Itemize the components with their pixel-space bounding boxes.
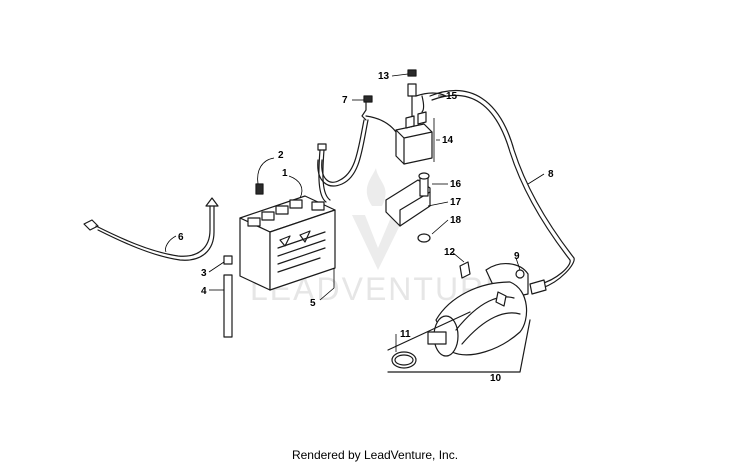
negative-cable: [83, 197, 219, 261]
callout-10: 10: [490, 373, 502, 384]
leader-lines: [165, 73, 545, 352]
callout-3: 3: [201, 268, 207, 279]
callout-4: 4: [201, 286, 207, 297]
battery: [239, 183, 336, 291]
starter-motor: [387, 261, 531, 373]
callout-18: 18: [450, 215, 462, 226]
solenoid-bracket: [385, 172, 431, 243]
callout-9: 9: [514, 251, 520, 262]
callout-7: 7: [342, 95, 348, 106]
callout-13: 13: [378, 71, 390, 82]
callout-1: 1: [282, 168, 288, 179]
callout-17: 17: [450, 197, 462, 208]
callout-2: 2: [278, 150, 284, 161]
render-credit: Rendered by LeadVenture, Inc.: [291, 448, 459, 462]
callout-12: 12: [444, 247, 456, 258]
callout-16: 16: [450, 179, 462, 190]
solenoid-cable: [317, 95, 397, 187]
callout-11: 11: [400, 329, 411, 340]
callout-15: 15: [446, 91, 458, 102]
callout-14: 14: [442, 135, 454, 146]
starter-solenoid: [395, 69, 447, 165]
tube-assembly: [223, 255, 233, 338]
starter-cable: [429, 90, 575, 295]
callout-6: 6: [178, 232, 184, 243]
positive-cable: [317, 143, 331, 203]
callout-8: 8: [548, 169, 554, 180]
callout-5: 5: [310, 298, 316, 309]
